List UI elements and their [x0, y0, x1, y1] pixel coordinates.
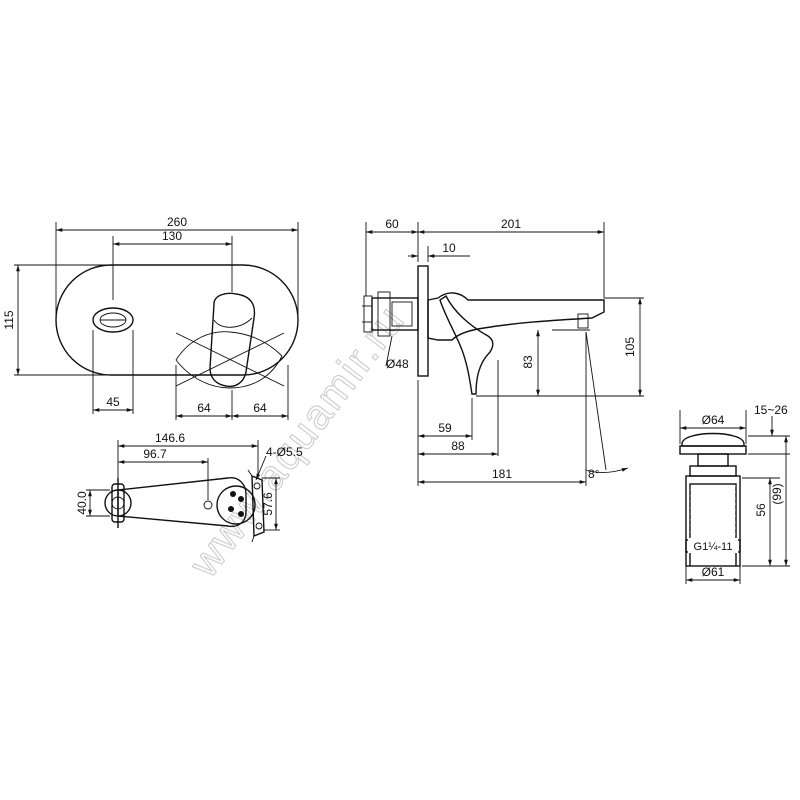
dim-outlet-height: 83	[521, 355, 535, 369]
dim-mount-inner: 96.7	[143, 447, 167, 461]
dim-spout-reach: 181	[492, 467, 512, 481]
dim-drain-total: (99)	[770, 483, 784, 504]
mount-cartridge	[216, 485, 256, 525]
dim-lever-total: 88	[451, 439, 465, 453]
thread-label: G1¼-11	[694, 541, 733, 553]
dim-body-diameter: Ø48	[386, 357, 409, 371]
dim-mount-holes: 4-Ø5.5	[266, 445, 303, 459]
dim-mount-length: 146.6	[155, 431, 185, 445]
dim-side-depth: 60	[385, 217, 399, 231]
front-view: 260 130 115 45 64 64	[2, 215, 299, 420]
dim-angle: 8°	[588, 467, 600, 481]
dim-mount-right-height: 57.6	[261, 492, 275, 516]
dim-lever-reach: 59	[438, 421, 452, 435]
dim-height: 115	[2, 310, 16, 329]
diverter-knob	[92, 307, 134, 333]
drain-view: Ø64 15~26 (99) 56 G1¼-11 Ø61	[679, 403, 790, 584]
mixer-lever	[209, 292, 256, 388]
dim-centers-distance: 130	[162, 229, 182, 243]
dim-range: 15~26	[754, 403, 788, 417]
dim-half-left: 64	[197, 401, 211, 415]
dim-half-right: 64	[253, 401, 267, 415]
side-lever	[439, 294, 494, 395]
dim-spout-length: 201	[501, 217, 521, 231]
backplate-outline	[55, 264, 299, 376]
mount-view: 146.6 96.7 4-Ø5.5 40.0 57.6	[75, 431, 303, 543]
watermark: www.aquamir.ru	[179, 296, 414, 586]
dim-overall-width: 260	[167, 215, 187, 229]
dim-offset-left: 45	[106, 395, 120, 409]
dim-drain-body: 56	[754, 503, 768, 517]
dim-mount-left-height: 40.0	[75, 491, 89, 515]
dim-base-diameter: Ø61	[702, 565, 725, 579]
spout	[427, 292, 605, 341]
dim-plate-thickness: 10	[442, 241, 456, 255]
drain-cap	[681, 432, 745, 447]
mount-body	[117, 477, 247, 528]
dim-cap-diameter: Ø64	[702, 413, 725, 427]
dim-total-height: 105	[623, 337, 637, 357]
side-view: 60 201 10 Ø48 83 105 59 88 181 8°	[362, 217, 644, 486]
wall-plate	[417, 265, 429, 377]
drain-body	[685, 475, 741, 567]
